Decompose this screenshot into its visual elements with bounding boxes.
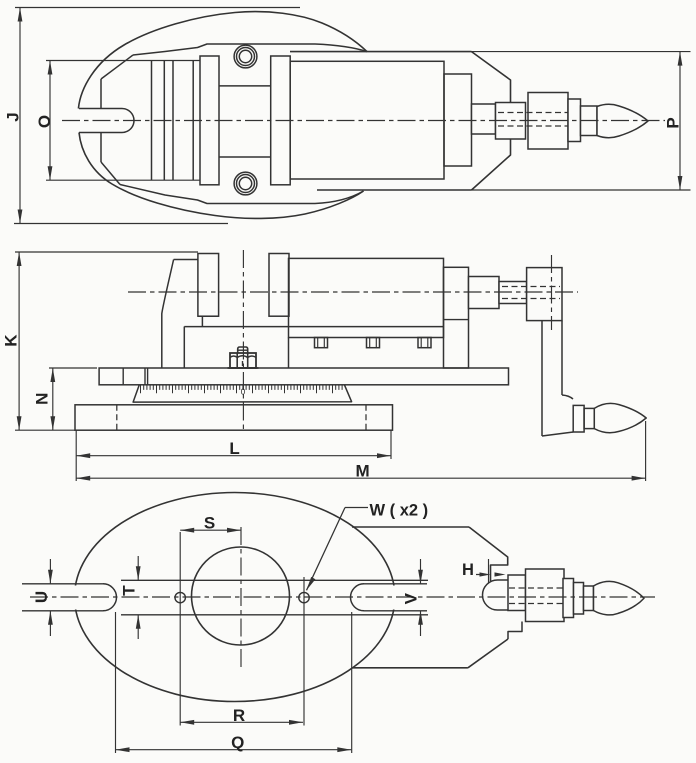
svg-text:P: P (664, 117, 683, 128)
svg-text:S: S (204, 514, 215, 533)
svg-text:W ( x2 ): W ( x2 ) (370, 502, 429, 520)
svg-text:T: T (120, 585, 139, 596)
svg-text:M: M (356, 462, 370, 481)
svg-text:L: L (229, 439, 239, 458)
svg-text:H: H (462, 561, 474, 579)
svg-text:0: 0 (241, 388, 246, 397)
svg-text:O: O (35, 115, 54, 128)
svg-text:R: R (233, 706, 245, 725)
svg-text:N: N (33, 393, 52, 405)
svg-text:Q: Q (231, 733, 244, 752)
svg-text:V: V (402, 592, 421, 604)
svg-text:U: U (32, 591, 51, 603)
svg-text:J: J (4, 112, 23, 121)
svg-text:K: K (2, 334, 21, 347)
